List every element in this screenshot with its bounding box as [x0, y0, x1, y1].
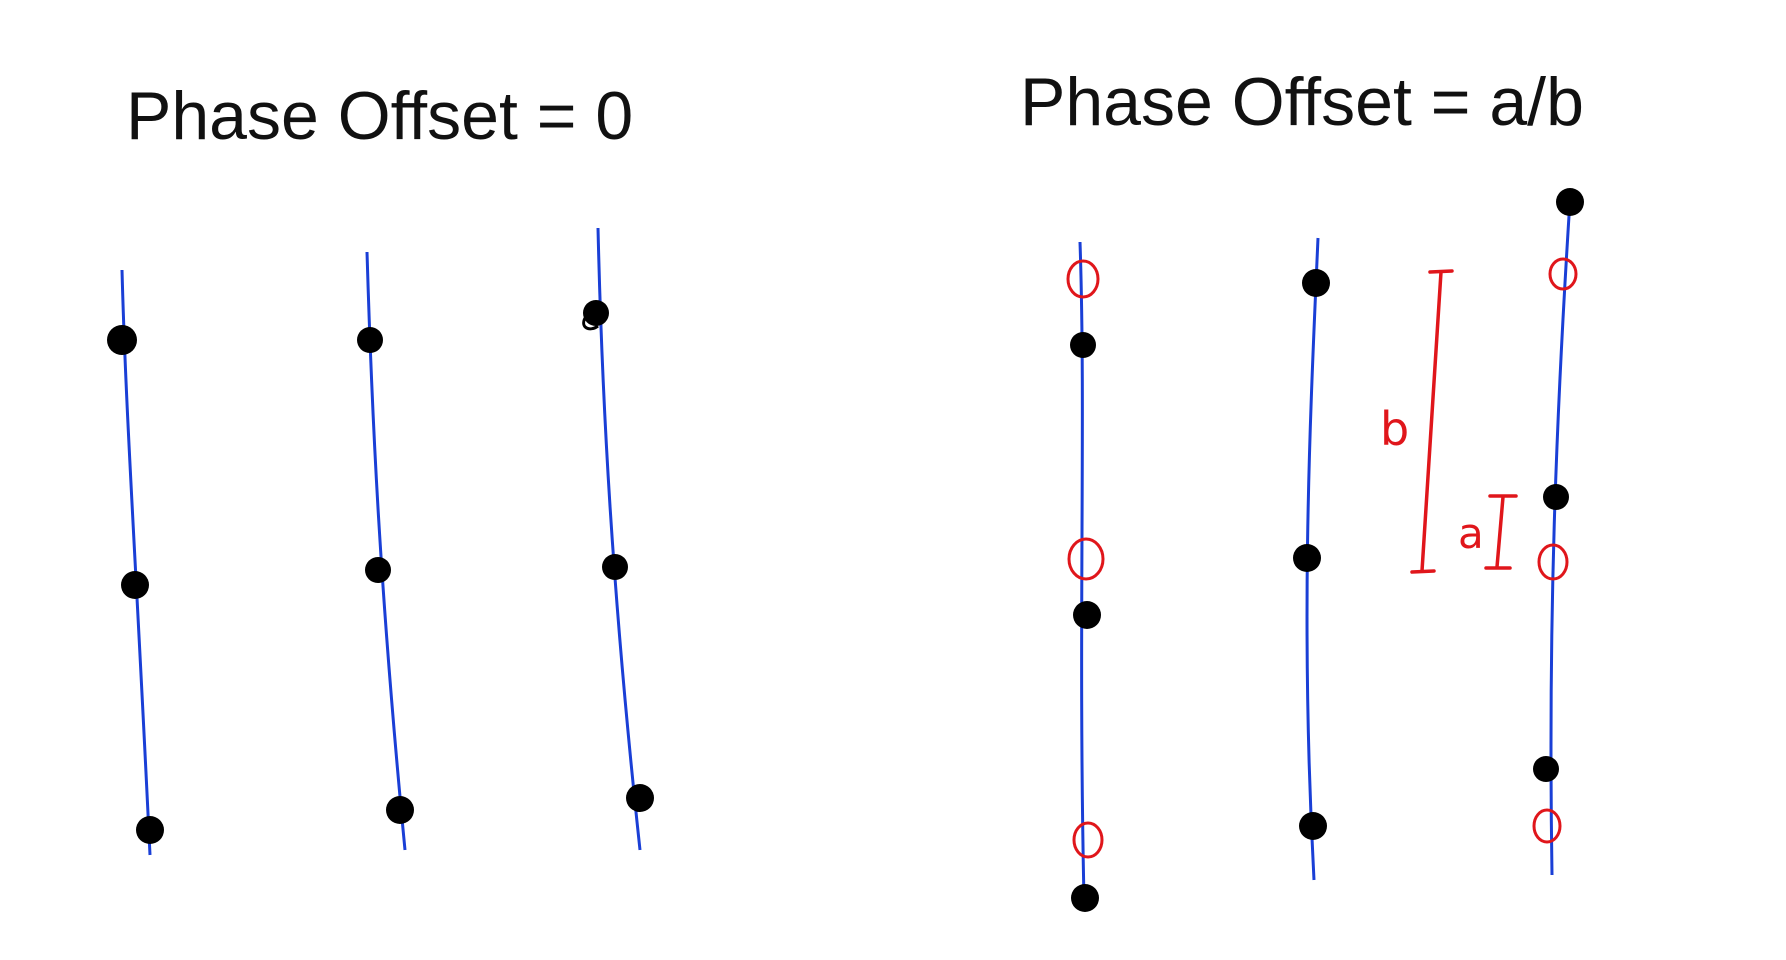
right-line-1: [1066, 241, 1105, 912]
period-label-b: b: [1380, 402, 1409, 456]
filled-dot: [1071, 884, 1099, 912]
open-circle: [1066, 259, 1100, 299]
dot-tail: [582, 317, 599, 331]
filled-dot: [107, 325, 137, 355]
vertical-line: [120, 269, 152, 856]
filled-dot: [386, 796, 414, 824]
filled-dot: [357, 327, 383, 353]
filled-dot: [583, 300, 609, 326]
right-line-3: [1532, 188, 1584, 876]
open-circle: [1532, 808, 1562, 844]
filled-dot: [1070, 332, 1096, 358]
open-circle: [1067, 537, 1105, 581]
filled-dot: [136, 816, 164, 844]
left-line-1: [107, 269, 164, 856]
period-bracket-b: [1410, 269, 1454, 574]
panel-title-phase-offset-zero: Phase Offset = 0: [126, 78, 634, 154]
vertical-line: [1305, 237, 1320, 881]
panel-right: b a: [1066, 188, 1584, 912]
filled-dot: [602, 554, 628, 580]
filled-dot: [1299, 812, 1327, 840]
filled-dot: [626, 784, 654, 812]
panel-title-phase-offset-a-over-b: Phase Offset = a/b: [1020, 64, 1584, 140]
offset-bracket-a: [1484, 494, 1518, 570]
filled-dot: [1533, 756, 1559, 782]
right-line-2: [1293, 237, 1330, 881]
left-line-2: [357, 251, 414, 851]
vertical-line: [1078, 241, 1086, 901]
open-circle: [1072, 821, 1104, 859]
left-line-3: [582, 227, 654, 851]
open-circle: [1537, 543, 1569, 581]
filled-dot: [365, 557, 391, 583]
panel-left: [107, 227, 654, 856]
filled-dot: [1073, 601, 1101, 629]
filled-dot: [1293, 544, 1321, 572]
open-circle: [1548, 257, 1578, 291]
offset-label-a: a: [1458, 509, 1484, 558]
filled-dot: [1543, 484, 1569, 510]
vertical-line: [365, 251, 407, 851]
filled-dot: [1556, 188, 1584, 216]
filled-dot: [1302, 269, 1330, 297]
filled-dot: [121, 571, 149, 599]
